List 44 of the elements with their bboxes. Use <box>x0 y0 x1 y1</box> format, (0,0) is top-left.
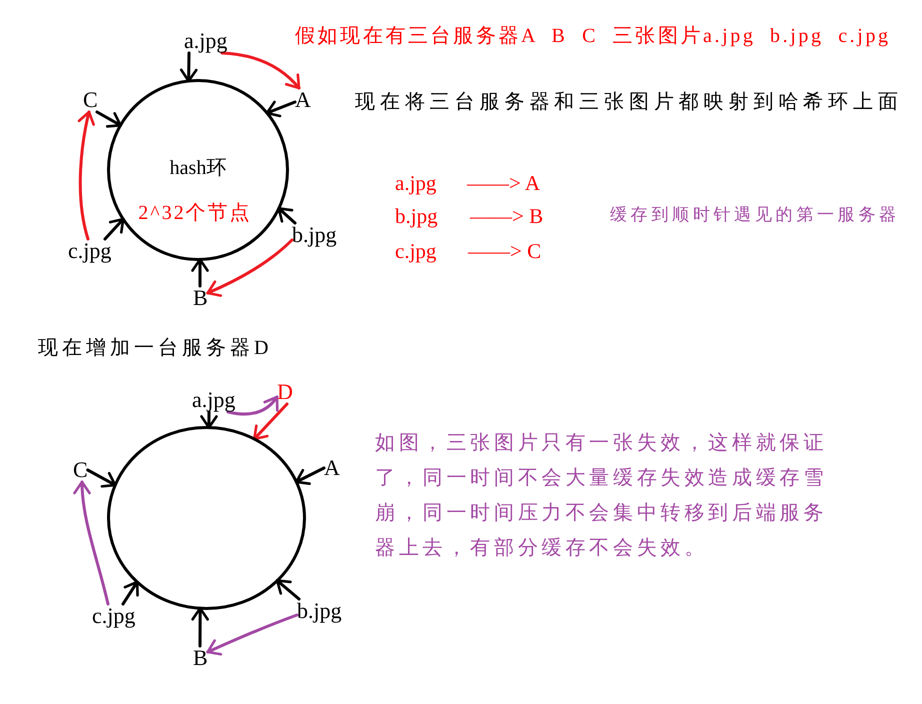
arrow <box>96 110 122 128</box>
file-name-label: b.jpg <box>292 223 337 247</box>
arrow <box>266 100 296 118</box>
server-label: B <box>193 646 208 670</box>
server-label: A <box>295 88 311 112</box>
arrow <box>276 579 300 600</box>
server-label: B <box>193 286 208 310</box>
mapping-file-name: b.jpg <box>395 204 438 228</box>
mapping-target-text: ——> C <box>468 239 542 263</box>
mapping-file-name: c.jpg <box>395 239 436 263</box>
ring-label: hash环 <box>170 156 226 180</box>
file-name-label: c.jpg <box>92 604 136 628</box>
node-count-label: 2^32个节点 <box>138 201 252 225</box>
explanation-paragraph: 如图，三张图片只有一张失效，这样就保证了，同一时间不会大量缓存失效造成缓存雪崩，同一时间压力不会集中转移到后端服务器上去，有部分缓存不会失效。 <box>375 431 828 561</box>
arrow <box>104 218 125 240</box>
server-label: D <box>277 380 293 404</box>
section-heading: 现在增加一台服务器D <box>38 336 272 360</box>
arrow <box>277 206 296 224</box>
mapping-description: 现在将三台服务器和三张图片都映射到哈希环上面 <box>355 90 903 114</box>
rule-note: 缓存到顺时针遇见的第一服务器 <box>610 204 900 226</box>
mapping-target-text: ——> A <box>467 171 540 195</box>
curved-arrow <box>78 110 96 240</box>
arrow <box>252 402 288 440</box>
arrow <box>191 606 209 648</box>
mapping-target-text: ——> B <box>470 204 544 228</box>
server-label: A <box>324 456 340 480</box>
file-name-label: c.jpg <box>68 239 112 263</box>
arrow <box>191 258 209 288</box>
arrow <box>86 468 117 488</box>
arrow <box>122 580 139 606</box>
server-label: C <box>83 88 98 112</box>
file-name-label: a.jpg <box>192 388 236 412</box>
curved-arrow <box>74 480 110 606</box>
file-name-label: a.jpg <box>184 29 228 53</box>
arrow <box>180 52 198 82</box>
curved-arrow <box>206 238 294 297</box>
curved-arrow <box>206 614 298 656</box>
mapping-file-name: a.jpg <box>395 171 436 195</box>
curved-arrow <box>220 52 300 90</box>
arrow <box>200 410 218 429</box>
curved-arrow <box>226 396 278 416</box>
intro-heading: 假如现在有三台服务器A B C 三张图片a.jpg b.jpg c.jpg <box>295 24 891 48</box>
file-name-label: b.jpg <box>297 599 342 623</box>
server-label: C <box>73 458 88 482</box>
